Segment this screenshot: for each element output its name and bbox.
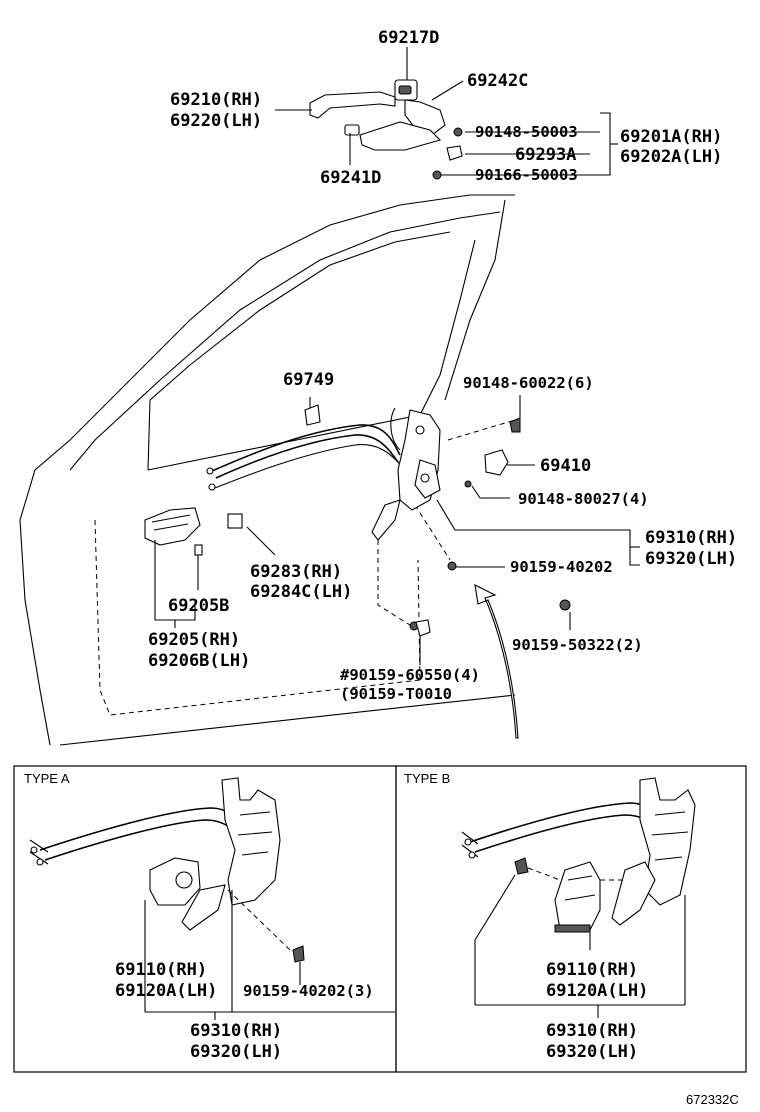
label-69201A: 69201A(RH) — [620, 127, 722, 147]
label-90159-60550: #90159-60550(4) — [340, 666, 480, 684]
handle-pad — [344, 124, 360, 136]
cables — [206, 404, 406, 491]
type-a-label-90159-40202: 90159-40202(3) — [243, 982, 374, 1000]
type-b-label-69310: 69310(RH) — [546, 1021, 638, 1041]
label-69217D: 69217D — [378, 28, 439, 48]
type-b-panel: TYPE B 69110(RH) 69120A(LH) 69310(RH) 69… — [395, 765, 747, 1073]
label-90166-50003: 90166-50003 — [475, 166, 578, 184]
label-69205: 69205(RH) — [148, 630, 240, 650]
bolt — [453, 127, 463, 137]
door-outline — [19, 194, 516, 746]
label-90159-40202: 90159-40202 — [510, 558, 613, 576]
type-a-label-69320: 69320(LH) — [190, 1042, 282, 1062]
door-lock — [371, 407, 571, 637]
part-labels: 69217D 69242C 69210(RH) 69220(LH) 90148-… — [148, 28, 737, 703]
label-69205B: 69205B — [168, 596, 229, 616]
label-69206B: 69206B(LH) — [148, 651, 250, 671]
figure-code: 672332C — [686, 1092, 739, 1107]
outside-handle — [309, 91, 396, 119]
leader-lines — [154, 47, 640, 665]
label-69202A: 69202A(LH) — [620, 147, 722, 167]
label-90148-60022: 90148-60022(6) — [463, 374, 594, 392]
label-69220: 69220(LH) — [170, 111, 262, 131]
type-a-title: TYPE A — [24, 771, 70, 786]
label-69283: 69283(RH) — [250, 562, 342, 582]
handle-frame-base — [359, 121, 442, 151]
label-69320: 69320(LH) — [645, 549, 737, 569]
label-90159-50322: 90159-50322(2) — [512, 636, 643, 654]
inside-handle — [144, 507, 243, 556]
type-b-label-69110: 69110(RH) — [546, 960, 638, 980]
type-a-panel: TYPE A 69110(RH) 69120A(LH) 90159-40202(… — [13, 765, 397, 1073]
type-b-label-69120A: 69120A(LH) — [546, 981, 648, 1001]
type-b-label-69320: 69320(LH) — [546, 1042, 638, 1062]
screw — [432, 170, 442, 180]
view-arrow — [474, 584, 519, 739]
type-a-label-69310: 69310(RH) — [190, 1021, 282, 1041]
label-69210: 69210(RH) — [170, 90, 262, 110]
label-69242C: 69242C — [467, 71, 528, 91]
label-69410: 69410 — [540, 456, 591, 476]
label-69293A: 69293A — [515, 145, 576, 165]
label-69284C: 69284C(LH) — [250, 582, 352, 602]
clip — [446, 145, 463, 161]
type-a-label-69110: 69110(RH) — [115, 960, 207, 980]
outside-handle-assembly — [309, 79, 463, 180]
label-69241D: 69241D — [320, 168, 381, 188]
label-69310: 69310(RH) — [645, 528, 737, 548]
label-69749: 69749 — [283, 370, 334, 390]
label-90148-80027: 90148-80027(4) — [518, 490, 649, 508]
label-90159-T0010: (90159-T0010 — [340, 685, 452, 703]
label-90148-50003: 90148-50003 — [475, 123, 578, 141]
type-b-title: TYPE B — [404, 771, 450, 786]
type-a-label-69120A: 69120A(LH) — [115, 981, 217, 1001]
